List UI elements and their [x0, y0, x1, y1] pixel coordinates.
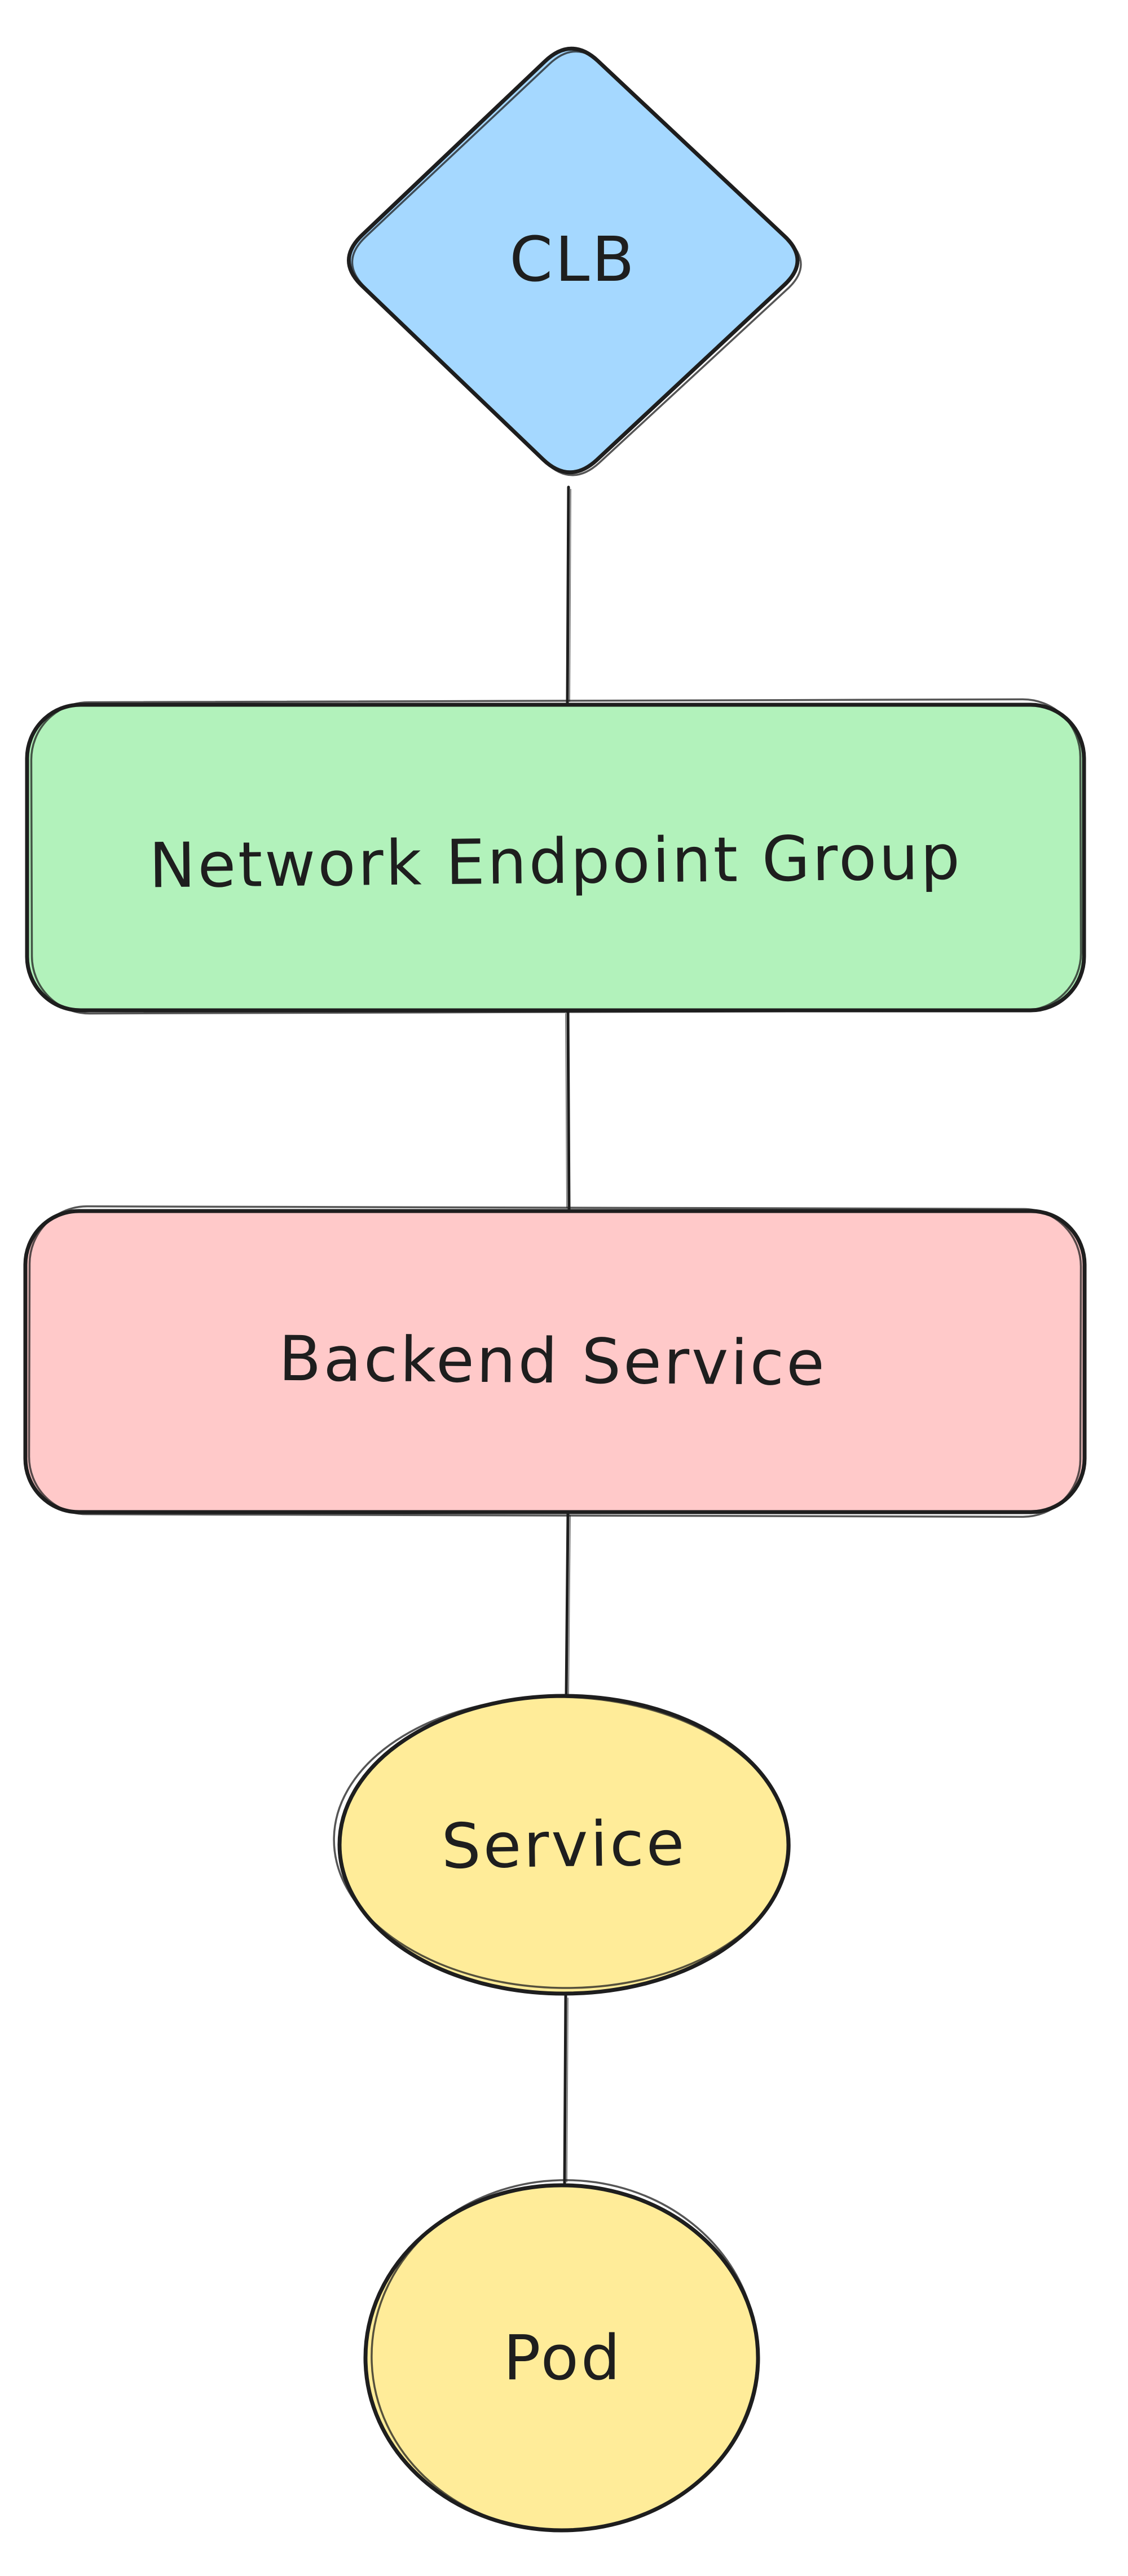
edge-network-endpoint-group-to-backend-service-sketch: [565, 1013, 567, 1208]
node-service[interactable]: Service: [331, 1693, 793, 1996]
edge-backend-service-to-service[interactable]: [565, 1512, 570, 1699]
pod-circle-sketch-stroke: [371, 2179, 759, 2532]
service-label: Service: [441, 1807, 687, 1883]
service-ellipse[interactable]: [337, 1694, 791, 1996]
backend-service-sketch-stroke: [28, 1205, 1082, 1518]
edge-clb-to-network-endpoint-group[interactable]: [566, 485, 570, 705]
clb-diamond-sketch-stroke: [351, 50, 802, 476]
node-pod[interactable]: Pod: [363, 2175, 762, 2536]
edge-backend-service-to-service-sketch: [568, 1515, 571, 1695]
backend-service-label: Backend Service: [279, 1323, 827, 1399]
network-endpoint-group-rectangle[interactable]: [25, 702, 1086, 1013]
service-ellipse-sketch-stroke: [333, 1696, 791, 1989]
edges-layer: [563, 485, 571, 2186]
edge-service-to-pod-sketch: [566, 1998, 569, 2182]
backend-service-rectangle[interactable]: [23, 1209, 1087, 1514]
node-clb[interactable]: CLB: [347, 46, 802, 476]
edge-network-endpoint-group-to-backend-service[interactable]: [566, 1010, 571, 1212]
network-endpoint-group-label: Network Endpoint Group: [149, 821, 963, 902]
clb-label: CLB: [509, 223, 637, 295]
network-endpoint-group-sketch-stroke: [30, 698, 1082, 1015]
edge-clb-to-network-endpoint-group-sketch: [569, 489, 571, 702]
pod-label: Pod: [503, 2322, 623, 2394]
node-backend-service[interactable]: Backend Service: [23, 1205, 1087, 1518]
edge-service-to-pod[interactable]: [563, 1994, 567, 2186]
node-network-endpoint-group[interactable]: Network Endpoint Group: [25, 698, 1086, 1015]
